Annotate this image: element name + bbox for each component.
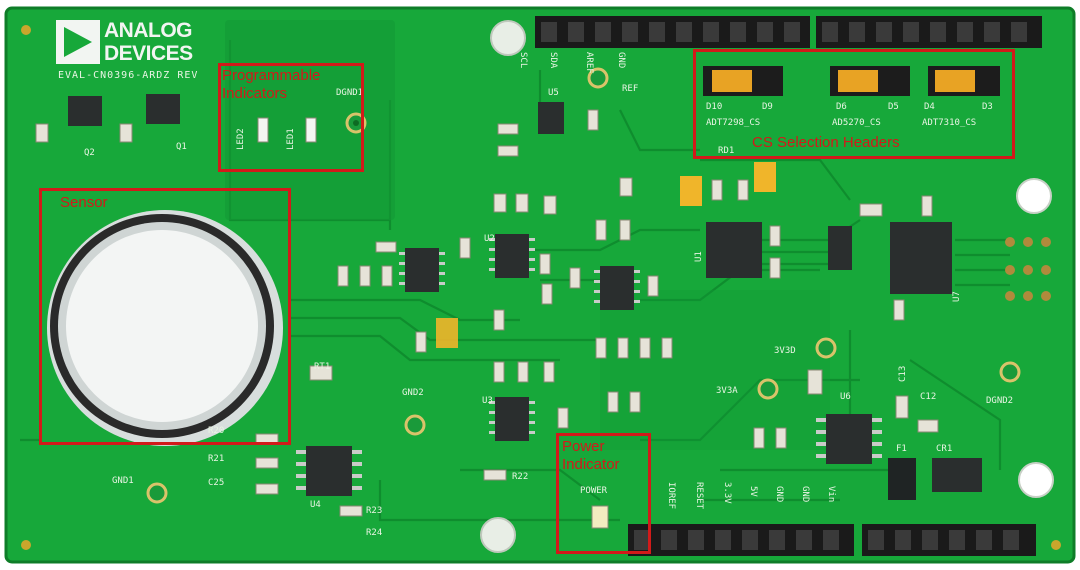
silk-u5: U5 bbox=[548, 88, 559, 98]
silk-aref: AREF bbox=[584, 52, 594, 74]
leds bbox=[257, 117, 317, 143]
silk-scl: SCL bbox=[518, 52, 528, 69]
silk-5v: 5V bbox=[748, 486, 758, 497]
silk-3v3a: 3V3A bbox=[716, 386, 738, 396]
silk-u6: U6 bbox=[840, 392, 851, 402]
silk-adt7310: ADT7310_CS bbox=[922, 118, 977, 128]
silk-q2: Q2 bbox=[84, 148, 95, 158]
header-top-right bbox=[816, 16, 1042, 48]
silk-ref: REF bbox=[622, 84, 639, 94]
silk-3v3d: 3V3D bbox=[774, 346, 796, 356]
silk-u1: U1 bbox=[694, 251, 704, 262]
silk-reset: RESET bbox=[694, 482, 704, 510]
silk-rt1: RT1 bbox=[314, 362, 331, 372]
callout-programmable-indicators bbox=[218, 63, 364, 172]
silk-vin: Vin bbox=[826, 486, 836, 503]
silk-d3: D3 bbox=[982, 102, 993, 112]
silk-r23: R23 bbox=[366, 506, 383, 516]
silk-power: POWER bbox=[580, 486, 608, 496]
silk-d4: D4 bbox=[924, 102, 935, 112]
tantalum-capacitors bbox=[436, 162, 776, 348]
silk-sda: SDA bbox=[548, 52, 558, 69]
silk-gnd-a: GND bbox=[774, 486, 784, 503]
silk-u2: U2 bbox=[484, 234, 495, 244]
test-points bbox=[146, 67, 1021, 504]
silk-c25: C25 bbox=[208, 478, 225, 488]
silk-cr1: CR1 bbox=[936, 444, 953, 454]
silk-u7: U7 bbox=[952, 291, 962, 302]
silk-rd1: RD1 bbox=[718, 146, 735, 156]
silk-gnd2: GND2 bbox=[402, 388, 424, 398]
silk-gnd-b: GND bbox=[800, 486, 810, 503]
header-bottom-left bbox=[628, 524, 854, 556]
silk-3v3: 3.3V bbox=[722, 482, 732, 504]
gas-sensor bbox=[47, 210, 283, 446]
header-top-left bbox=[535, 16, 810, 48]
callout-programmable-label: Programmable Indicators bbox=[222, 67, 321, 102]
silk-d9: D9 bbox=[762, 102, 773, 112]
silk-r20: R20 bbox=[208, 426, 225, 436]
cs-jumpers bbox=[703, 66, 1000, 96]
silk-gnd-top: GND bbox=[616, 52, 626, 69]
silk-u3: U3 bbox=[482, 396, 493, 406]
silk-r21: R21 bbox=[208, 454, 225, 464]
silk-ad5270: AD5270_CS bbox=[832, 118, 881, 128]
header-bottom-right bbox=[862, 524, 1036, 556]
brand-line-2: DEVICES bbox=[104, 42, 193, 65]
callout-power-indicator bbox=[556, 433, 651, 554]
brand-line-1: ANALOG bbox=[104, 19, 193, 42]
integrated-circuits bbox=[68, 94, 982, 500]
mounting-holes bbox=[21, 20, 1061, 553]
callout-sensor-label: Sensor bbox=[60, 194, 108, 211]
silk-r22: R22 bbox=[512, 472, 529, 482]
silk-dgnd2: DGND2 bbox=[986, 396, 1014, 406]
callout-cs-label: CS Selection Headers bbox=[752, 134, 900, 151]
board-id-label: EVAL-CN0396-ARDZ REV bbox=[58, 70, 199, 81]
silk-r24: R24 bbox=[366, 528, 383, 538]
silk-f1: F1 bbox=[896, 444, 907, 454]
silk-d10: D10 bbox=[706, 102, 723, 112]
silk-c13: C13 bbox=[898, 365, 908, 382]
ic-pins bbox=[296, 238, 882, 490]
analog-devices-logo bbox=[56, 20, 100, 64]
silk-dgnd1: DGND1 bbox=[336, 88, 364, 98]
silk-d6: D6 bbox=[836, 102, 847, 112]
callout-sensor bbox=[39, 188, 291, 445]
silk-c12: C12 bbox=[920, 392, 937, 402]
silk-adt7298: ADT7298_CS bbox=[706, 118, 761, 128]
silk-u4: U4 bbox=[310, 500, 321, 510]
callout-power-label: Power Indicator bbox=[562, 438, 620, 473]
silk-d5: D5 bbox=[888, 102, 899, 112]
callout-cs-selection-headers bbox=[693, 49, 1015, 159]
silk-gnd1: GND1 bbox=[112, 476, 134, 486]
silk-ioref: IOREF bbox=[666, 482, 676, 510]
silk-q1: Q1 bbox=[176, 142, 187, 152]
edge-pins bbox=[1005, 237, 1051, 301]
